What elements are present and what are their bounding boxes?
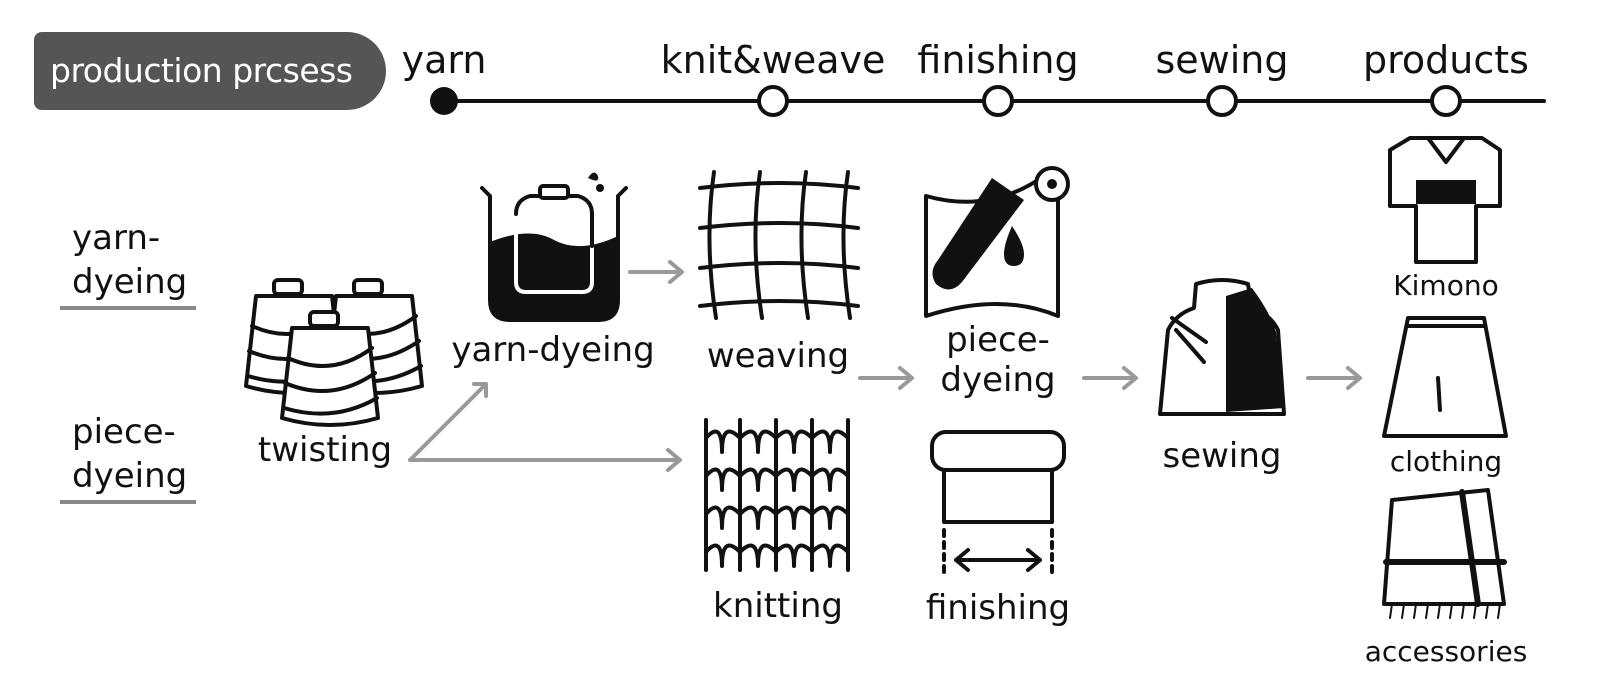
timeline-node-products [1430,85,1462,117]
arrow-yarn-dyeing-to-weaving [628,260,684,284]
step-label-twisting: twisting [257,430,393,470]
knit-fabric-icon [704,418,850,572]
step-label-finishing: finishing [925,588,1071,628]
step-label-piece-dyeing: piece- dyeing [940,320,1056,400]
step-label-weaving: weaving [706,336,850,376]
product-label-kimono: Kimono [1393,269,1499,302]
flow-arrows [408,260,1362,472]
stage-label-finishing: finishing [917,38,1079,82]
arrow-sewing-to-products [1306,366,1362,390]
timeline-node-finishing [982,85,1014,117]
skirt-icon [1382,316,1508,438]
process-badge-label: production prcsess [50,51,353,90]
row-rule-piece-dyeing [60,500,196,504]
step-label-yarn-dyeing: yarn-dyeing [451,330,655,370]
woven-fabric-icon [698,170,860,320]
row-label-piece-dyeing: piece- dyeing [72,412,188,496]
finishing-roller-icon [930,430,1066,580]
stage-label-sewing: sewing [1155,38,1289,82]
scarf-icon [1382,488,1507,619]
process-badge: production prcsess [34,32,386,110]
sewing-torso-icon [1158,278,1286,416]
product-label-accessories: accessories [1364,635,1528,668]
dye-vat-icon [480,172,628,322]
stage-label-yarn: yarn [401,38,487,82]
arrow-twisting-to-knitting [408,448,682,472]
piece-dyeing-icon [924,166,1070,318]
timeline-node-sewing [1206,85,1238,117]
timeline-node-knit-weave [757,85,789,117]
arrow-weaving-to-piece-dyeing [858,366,914,390]
arrow-piece-dyeing-to-sewing [1082,366,1138,390]
row-rule-yarn-dyeing [60,306,196,310]
kimono-icon [1388,136,1502,264]
yarn-cones-icon [244,278,424,427]
arrow-twisting-to-yarn-dyeing [408,382,488,462]
stage-label-knit-weave: knit&weave [660,38,886,82]
timeline-node-yarn [430,87,458,115]
product-label-clothing: clothing [1389,445,1503,478]
stage-label-products: products [1363,38,1529,82]
step-label-knitting: knitting [713,586,843,626]
step-label-sewing: sewing [1162,436,1282,476]
row-label-yarn-dyeing: yarn- dyeing [72,218,188,302]
